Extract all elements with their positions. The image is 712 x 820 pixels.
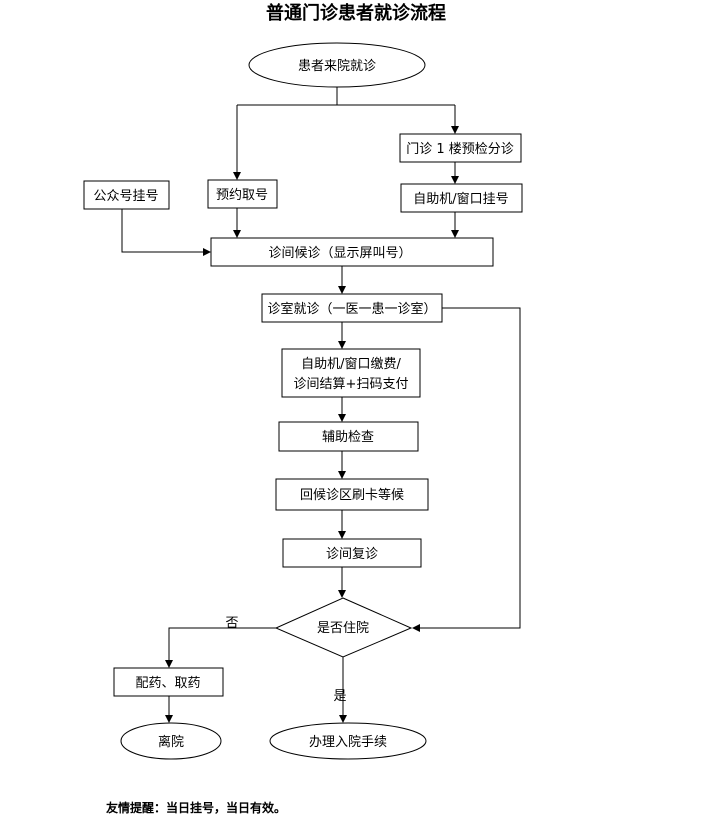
page-title: 普通门诊患者就诊流程 (266, 2, 446, 24)
node-waiting: 诊间候诊（显示屏叫号） (210, 237, 494, 267)
node-pre-check: 门诊 1 楼预检分诊 (399, 133, 522, 163)
node-medicine-label: 配药、取药 (135, 676, 200, 691)
node-pre-check-label: 门诊 1 楼预检分诊 (406, 142, 514, 157)
edge-label-yes: 是 (333, 689, 346, 704)
node-payment: 自助机/窗口缴费/ 诊间结算+扫码支付 (281, 348, 421, 398)
edge-label-no: 否 (225, 616, 238, 631)
node-admission: 办理入院手续 (269, 722, 427, 760)
edge-consult-decision (412, 307, 521, 632)
node-leave: 离院 (120, 722, 222, 760)
node-arrive-label: 患者来院就诊 (298, 59, 376, 74)
node-swipe-wait-label: 回候诊区刷卡等候 (300, 487, 404, 503)
node-public-account: 公众号挂号 (83, 180, 170, 210)
node-hospitalize-decision: 是否住院 (274, 597, 413, 658)
node-payment-label-2: 诊间结算+扫码支付 (294, 377, 409, 392)
node-hospitalize-decision-label: 是否住院 (317, 621, 369, 636)
node-medicine: 配药、取药 (113, 667, 224, 697)
node-public-account-label: 公众号挂号 (93, 189, 158, 204)
node-revisit: 诊间复诊 (282, 538, 422, 568)
edge-decision-medicine (165, 627, 277, 668)
node-payment-label-1: 自助机/窗口缴费/ (301, 356, 401, 372)
node-exam-label: 辅助检查 (322, 430, 374, 445)
node-admission-label: 办理入院手续 (309, 735, 387, 750)
node-exam: 辅助检查 (278, 421, 419, 452)
node-appointment: 预约取号 (207, 179, 278, 209)
node-waiting-label: 诊间候诊（显示屏叫号） (268, 246, 411, 261)
edge-public-waiting (121, 209, 211, 256)
edge-arrive-split (237, 87, 455, 106)
node-arrive: 患者来院就诊 (248, 42, 426, 88)
node-revisit-label: 诊间复诊 (326, 547, 378, 562)
node-consult-label: 诊室就诊（一医一患一诊室） (267, 301, 436, 317)
node-consult: 诊室就诊（一医一患一诊室） (261, 293, 443, 323)
node-swipe-wait: 回候诊区刷卡等候 (275, 478, 429, 511)
node-kiosk-register: 自助机/窗口挂号 (400, 183, 523, 213)
footer-note: 友情提醒：当日挂号，当日有效。 (105, 800, 286, 815)
node-leave-label: 离院 (158, 734, 184, 750)
node-kiosk-register-label: 自助机/窗口挂号 (413, 191, 508, 207)
edges (121, 87, 521, 723)
node-appointment-label: 预约取号 (216, 188, 268, 203)
